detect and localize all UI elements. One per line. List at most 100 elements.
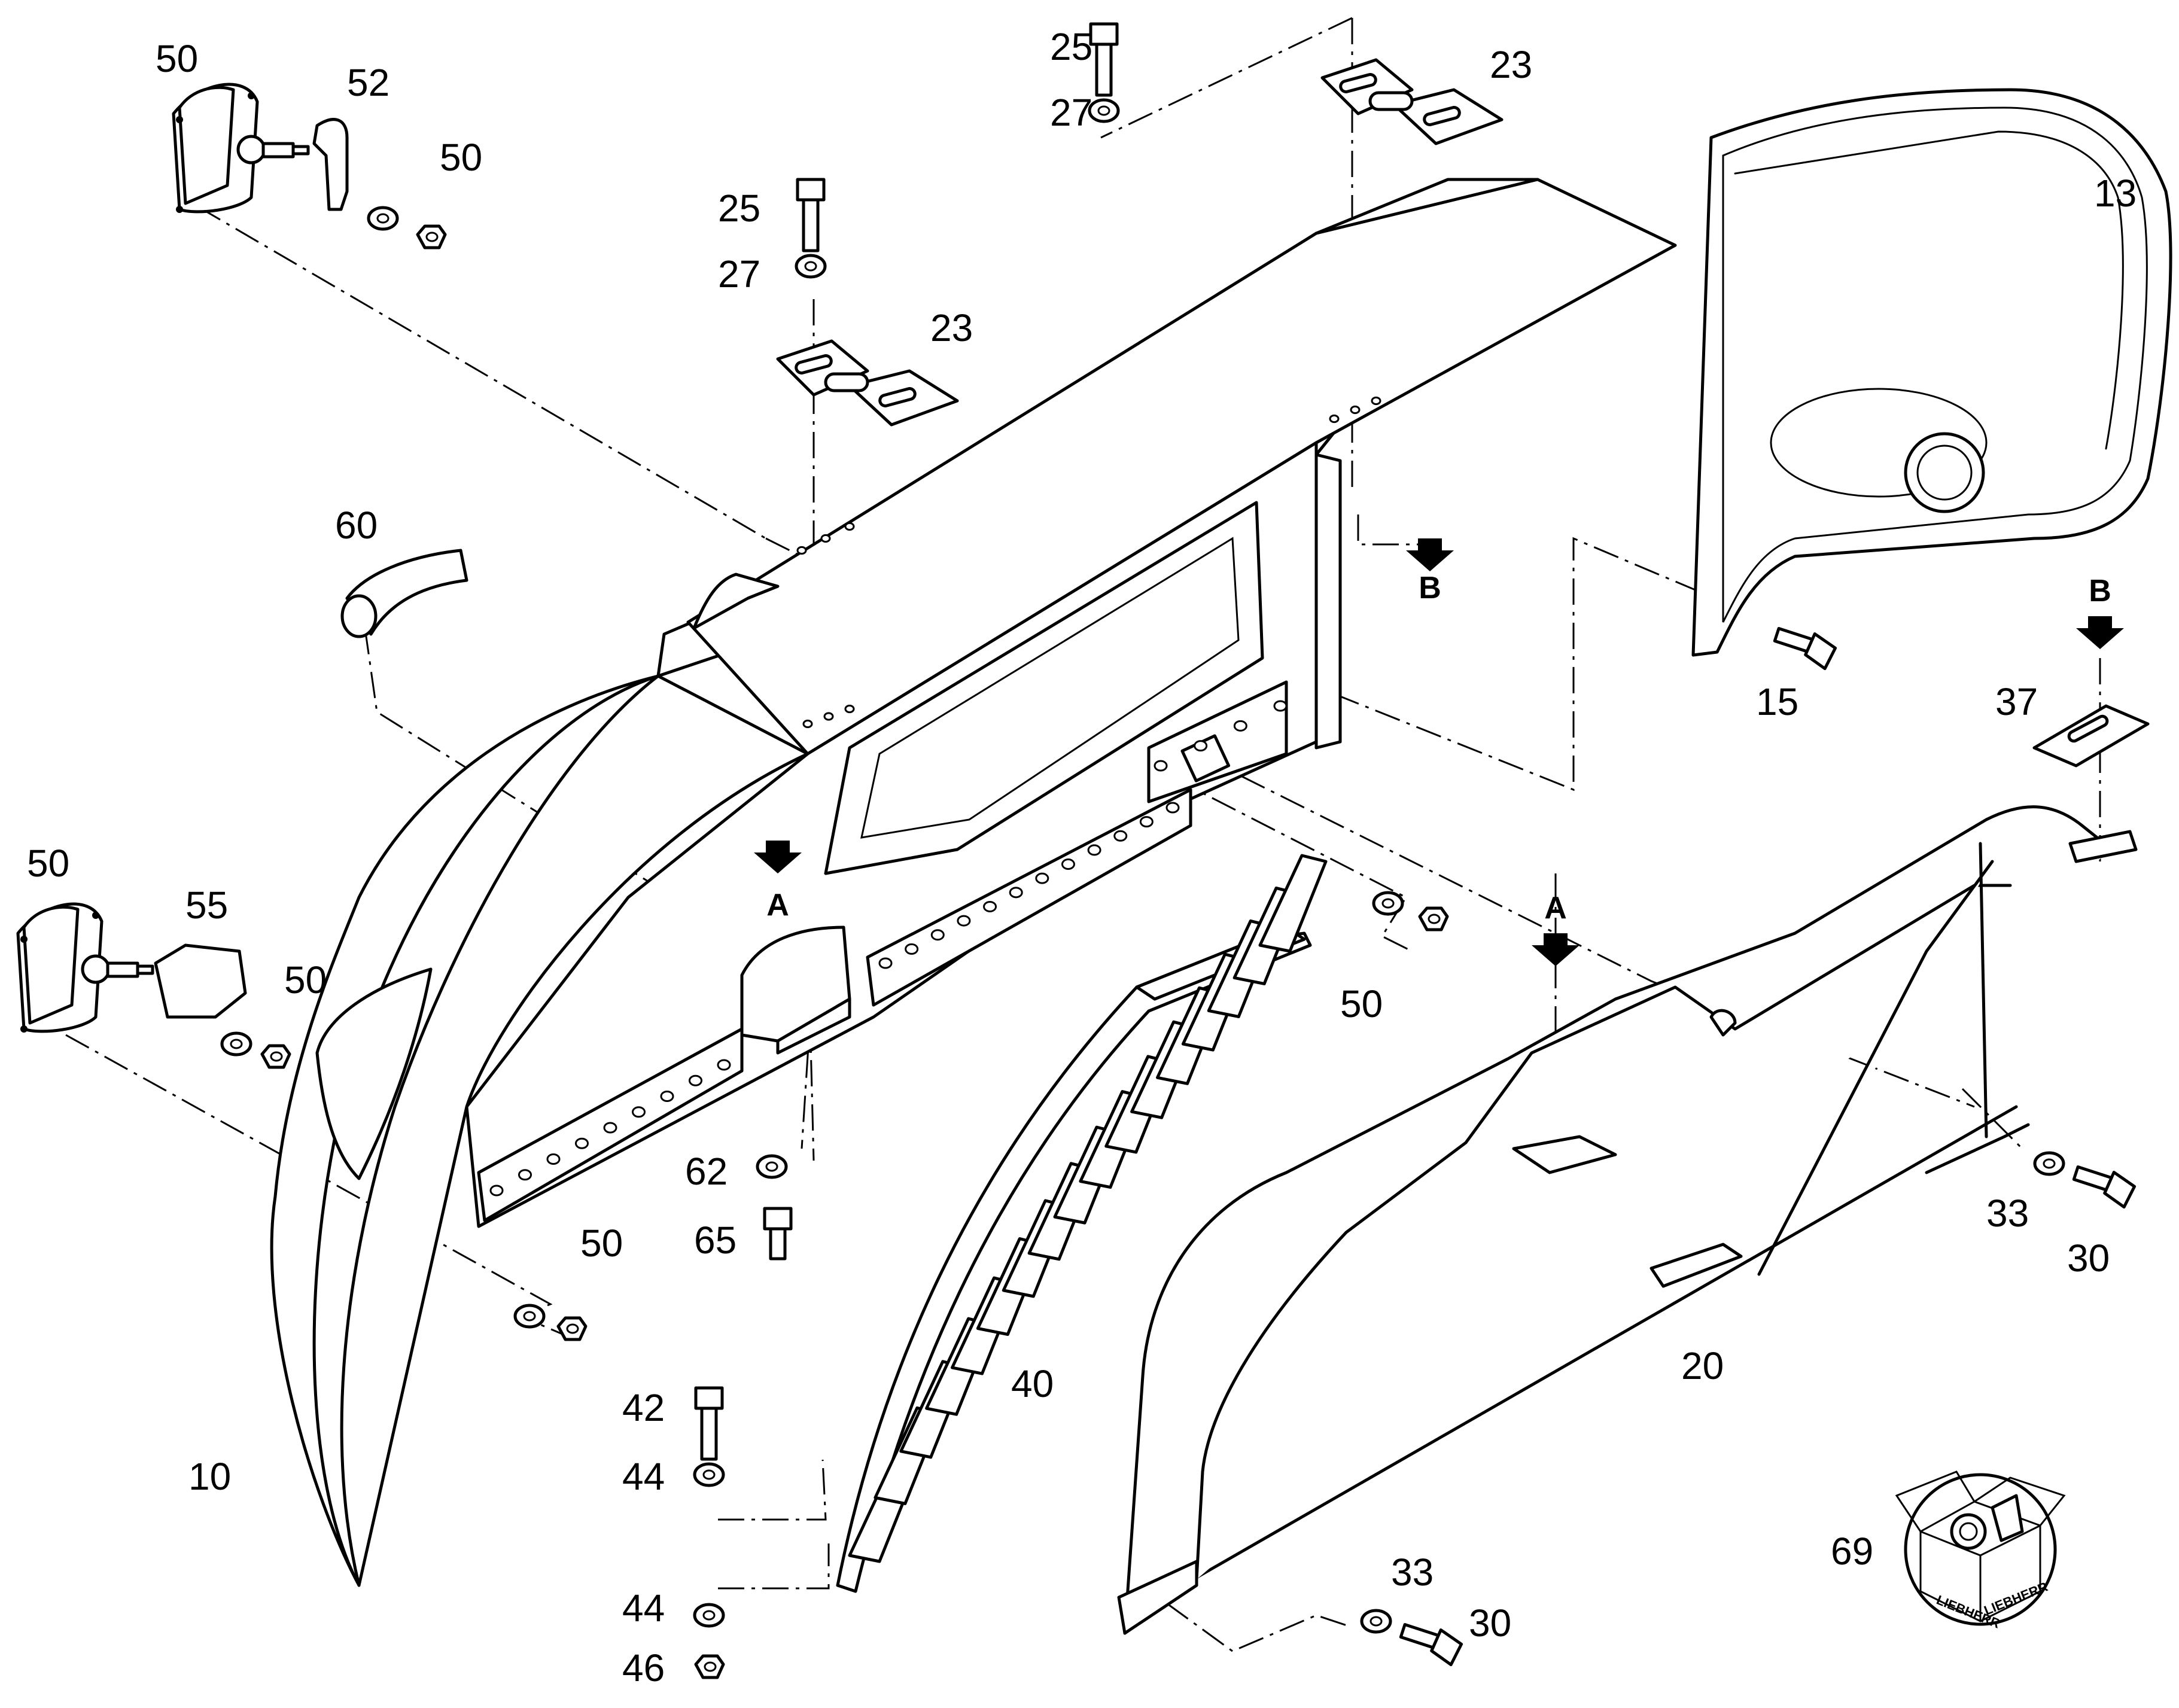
rubber-hose-end [340, 594, 378, 638]
mounting-hole [1087, 844, 1101, 856]
callout-15: 15 [1756, 680, 1798, 723]
mounting-hole [1329, 414, 1340, 424]
washer [2043, 1158, 2056, 1169]
hex-nut [566, 1323, 579, 1334]
callout-52: 52 [347, 61, 389, 104]
hex-bolt [700, 1406, 718, 1461]
callout-23-upper: 23 [1490, 43, 1532, 86]
mudguard-panel [270, 178, 1677, 1587]
mounting-hole [632, 1106, 646, 1118]
callout-62: 62 [685, 1150, 728, 1193]
callout-40: 40 [1011, 1362, 1054, 1405]
mounting-hole [844, 522, 855, 531]
callout-23-middle: 23 [930, 306, 973, 349]
hinge-middle [776, 339, 959, 427]
washer [702, 1610, 716, 1621]
callout-27-upper: 27 [1050, 91, 1092, 134]
callout-25-middle: 25 [718, 187, 760, 230]
callout-13: 13 [2094, 172, 2137, 215]
flap-comb [836, 854, 1328, 1593]
hex-bolt [694, 1386, 724, 1410]
hex-nut [704, 1661, 717, 1672]
mounting-hole [1113, 830, 1128, 842]
callout-25-upper: 25 [1050, 25, 1092, 68]
callout-30-bottom: 30 [1469, 1602, 1511, 1645]
callout-60: 60 [335, 504, 378, 547]
slotted-plate [2032, 704, 2150, 768]
arrow-down-icon [1532, 933, 1580, 966]
callout-27-middle: 27 [718, 252, 760, 296]
tube-frame [1117, 805, 2138, 1635]
mounting-hole [689, 1074, 702, 1086]
mounting-hole [1165, 802, 1180, 814]
mounting-hole [717, 1059, 731, 1071]
mounting-hole [905, 943, 919, 955]
callout-50-lamp-lower-nut: 50 [284, 958, 327, 1001]
hex-bolt [1804, 632, 1837, 671]
hex-nut [425, 232, 439, 242]
washer [765, 1161, 778, 1172]
hex-bolt [1095, 42, 1113, 97]
hinge-upper [1320, 58, 1504, 145]
mounting-hole [983, 900, 997, 912]
arrow-down-icon [754, 841, 802, 873]
callout-33-bottom: 33 [1391, 1551, 1434, 1594]
mounting-hole [603, 1122, 617, 1134]
mounting-hole [575, 1137, 589, 1149]
mounting-hole [823, 712, 834, 721]
callout-33-right: 33 [1986, 1192, 2029, 1235]
callout-42: 42 [622, 1386, 665, 1429]
lamp-lower [16, 902, 154, 1033]
mounting-hole [1194, 740, 1208, 752]
arrow-down-icon [2076, 616, 2124, 649]
callout-46: 46 [622, 1646, 665, 1689]
hex-bolt [802, 198, 820, 252]
mounting-hole [878, 957, 893, 969]
view-marker-a-right: A [1544, 891, 1567, 925]
arrow-down-icon [1406, 538, 1454, 571]
mounting-hole [796, 546, 807, 555]
mounting-hole [546, 1153, 561, 1165]
mounting-hole [1139, 816, 1154, 828]
view-marker-b-right: B [2089, 574, 2111, 608]
mounting-hole [802, 719, 813, 729]
mounting-hole [489, 1185, 504, 1196]
mounting-hole [1350, 405, 1361, 415]
washer [804, 261, 817, 272]
hex-bolt [796, 178, 826, 202]
callout-69: 69 [1831, 1530, 1873, 1573]
view-arrows: A B A B [754, 538, 2124, 966]
mounting-hole [820, 534, 831, 543]
mounting-hole [1371, 396, 1381, 406]
callout-labels: 50 52 50 25 27 23 13 25 27 23 60 15 37 5… [27, 25, 2137, 1689]
washer [1370, 1616, 1383, 1627]
callout-30-right: 30 [2067, 1237, 2110, 1280]
view-marker-b-upper: B [1419, 571, 1441, 605]
washer [1097, 105, 1110, 116]
washer [523, 1311, 536, 1322]
callout-50-lamp-upper-nut: 50 [440, 136, 482, 179]
callout-50-bracket-nut: 50 [1340, 982, 1383, 1025]
callout-50-lamp-lower: 50 [27, 842, 69, 885]
mounting-hole [1035, 872, 1049, 884]
rail-holes [489, 396, 1381, 1196]
lamp-upper [172, 83, 310, 214]
hex-bolt [1089, 22, 1119, 46]
callout-44-upper: 44 [622, 1455, 665, 1498]
mounting-hole [660, 1091, 674, 1102]
side-window [1691, 88, 2172, 657]
callout-20: 20 [1681, 1344, 1724, 1387]
round-head-bolt [763, 1207, 793, 1231]
hex-nut [270, 1051, 283, 1062]
mounting-hole [1233, 720, 1247, 732]
washer [376, 213, 389, 224]
mounting-hole [1061, 858, 1075, 870]
mounting-hole [957, 915, 971, 927]
callout-37: 37 [1995, 680, 2038, 723]
round-head-bolt [769, 1227, 787, 1261]
callout-10: 10 [188, 1455, 231, 1498]
hex-bolt [2103, 1171, 2137, 1209]
mounting-hole [1009, 887, 1023, 899]
flap-tooth [1258, 854, 1328, 953]
mounting-hole [844, 704, 855, 714]
